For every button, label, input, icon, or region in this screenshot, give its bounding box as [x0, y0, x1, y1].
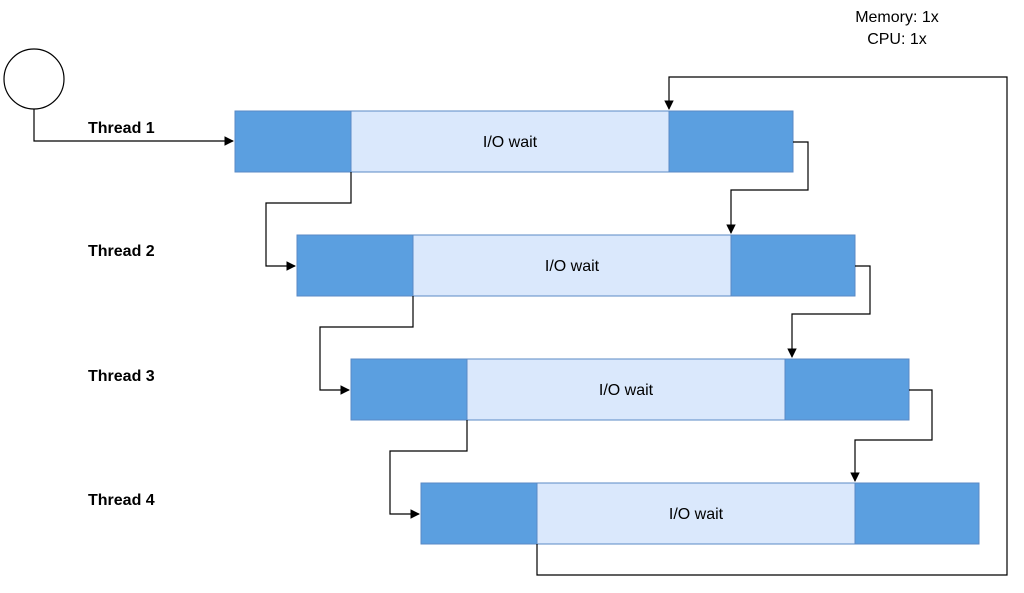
thread-3-cpu-start	[350, 358, 468, 421]
thread-4-label: Thread 4	[88, 492, 155, 509]
thread-1-io-wait-label: I/O wait	[483, 134, 538, 151]
thread-1-to-thread-2-start-arrow	[265, 172, 352, 271]
start-node	[3, 48, 65, 110]
thread-3-io-wait	[466, 358, 786, 421]
thread-4-loop-back-arrow	[536, 76, 1008, 576]
thread-2-cpu-start	[296, 234, 414, 297]
thread-3-bar: I/O wait	[350, 358, 910, 421]
thread-1-cpu-start	[234, 110, 352, 173]
thread-4-cpu-start	[420, 482, 538, 545]
thread-4-bar: I/O wait	[420, 482, 980, 545]
thread-3-to-thread-4-start-arrow	[389, 420, 468, 519]
thread-4-io-wait-label: I/O wait	[669, 506, 724, 523]
thread-1-cpu-end	[668, 110, 794, 173]
thread-3-cpu-end	[784, 358, 910, 421]
cpu-label: CPU: 1x	[867, 31, 927, 48]
thread-1-label: Thread 1	[88, 120, 155, 137]
thread-1-end-to-thread-2-end-arrow	[726, 141, 809, 234]
thread-1-io-wait	[350, 110, 670, 173]
thread-4-cpu-end	[854, 482, 980, 545]
thread-3-label: Thread 3	[88, 368, 155, 385]
thread-2-to-thread-3-start-arrow	[319, 296, 414, 395]
thread-3-io-wait-label: I/O wait	[599, 382, 654, 399]
thread-2-bar: I/O wait	[296, 234, 856, 297]
thread-1-bar: I/O wait	[234, 110, 794, 173]
thread-2-end-to-thread-3-end-arrow	[787, 265, 871, 358]
thread-3-end-to-thread-4-end-arrow	[850, 389, 933, 482]
thread-2-io-wait-label: I/O wait	[545, 258, 600, 275]
thread-2-io-wait	[412, 234, 732, 297]
thread-2-label: Thread 2	[88, 243, 155, 260]
thread-4-io-wait	[536, 482, 856, 545]
memory-label: Memory: 1x	[855, 9, 939, 26]
start-to-thread-1-arrow	[33, 109, 234, 146]
thread-2-cpu-end	[730, 234, 856, 297]
